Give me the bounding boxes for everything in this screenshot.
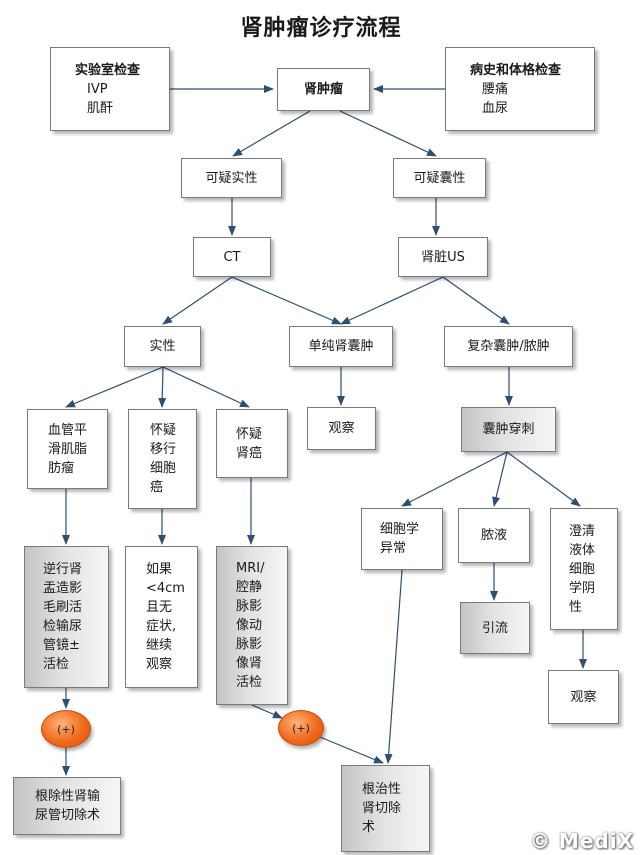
pus-box: 脓液 <box>458 508 530 563</box>
small-tumor-line: 继续 <box>146 638 173 653</box>
aml-line: 肪瘤 <box>48 460 75 476</box>
aml-line: 滑肌脂 <box>48 441 88 457</box>
clear-fluid-line: 性 <box>569 599 583 615</box>
radical-nephrectomy-line: 根治性 <box>362 782 402 797</box>
positive-marker-2: (+) <box>278 710 324 746</box>
simple-cyst-label: 单纯肾囊肿 <box>308 339 374 354</box>
drainage-label: 引流 <box>481 620 508 636</box>
lab-test-creatinine: 肌酐 <box>87 100 114 116</box>
positive-marker-1: (+) <box>41 710 91 748</box>
positive-label-2: (+) <box>292 721 310 735</box>
history-exam-box: 病史和体格检查 腰痛 血尿 <box>445 47 595 131</box>
suspect-metastasis-line: 移行 <box>150 442 177 457</box>
mri-line: 脉影 <box>236 637 263 652</box>
small-tumor-line: 且无 <box>146 600 173 615</box>
ct-label: CT <box>223 249 241 265</box>
small-tumor-observe-box: 如果 <4cm 且无 症状, 继续 观察 <box>125 546 198 688</box>
retrograde-line: 盂造影 <box>43 581 83 596</box>
small-tumor-line: 症状, <box>146 619 177 634</box>
mri-line: 腔静 <box>236 580 263 595</box>
mri-line: 活检 <box>236 675 263 690</box>
drainage-box: 引流 <box>460 602 530 654</box>
mri-line: 像肾 <box>236 656 263 671</box>
retrograde-line: 管镜± <box>43 638 80 653</box>
aml-line: 血管平 <box>48 422 88 438</box>
clear-fluid-line: 细胞 <box>569 561 596 577</box>
retrograde-line: 毛刷活 <box>43 600 83 615</box>
suspect-solid-label: 可疑实性 <box>205 170 258 186</box>
retrograde-line: 活检 <box>43 657 70 672</box>
solid-label: 实性 <box>149 339 176 354</box>
suspect-solid-box: 可疑实性 <box>181 158 282 198</box>
nephroureterectomy-box: 根除性肾输 尿管切除术 <box>13 777 121 835</box>
clear-fluid-box: 澄清 液体 细胞 学阴 性 <box>550 508 618 630</box>
renal-tumor-label: 肾肿瘤 <box>303 82 343 97</box>
observe-label-2: 观察 <box>570 689 597 705</box>
complex-cyst-label: 复杂囊肿/脓肿 <box>467 339 550 354</box>
positive-label-1: (+) <box>57 722 75 736</box>
history-hematuria: 血尿 <box>482 100 509 116</box>
mri-line: MRI/ <box>236 561 265 576</box>
suspect-cystic-box: 可疑囊性 <box>393 158 486 198</box>
small-tumor-line: <4cm <box>146 581 185 596</box>
mri-line: 像动 <box>236 618 263 633</box>
simple-cyst-box: 单纯肾囊肿 <box>289 326 393 367</box>
retrograde-box: 逆行肾 盂造影 毛刷活 检输尿 管镜± 活检 <box>24 546 109 688</box>
medix-watermark: © MediX <box>529 829 634 853</box>
clear-fluid-line: 澄清 <box>569 523 596 539</box>
radical-nephrectomy-line: 术 <box>362 820 376 835</box>
suspect-cystic-label: 可疑囊性 <box>413 170 466 186</box>
lab-test-ivp: IVP <box>87 81 108 97</box>
suspect-metastasis-line: 癌 <box>150 480 164 495</box>
lab-tests-title: 实验室检查 <box>75 62 141 78</box>
aml-box: 血管平 滑肌脂 肪瘤 <box>27 409 108 489</box>
clear-fluid-line: 液体 <box>569 542 596 558</box>
observe-box-1: 观察 <box>307 407 376 450</box>
mri-line: 脉影 <box>236 599 263 614</box>
retrograde-line: 逆行肾 <box>43 562 83 577</box>
renal-us-box: 肾脏US <box>398 237 488 277</box>
radical-nephrectomy-line: 肾切除 <box>362 801 402 816</box>
suspect-rcc-line: 肾癌 <box>236 445 263 461</box>
nephroureterectomy-line: 根除性肾输 <box>35 789 101 804</box>
cyst-puncture-box: 囊肿穿刺 <box>461 407 556 452</box>
pus-label: 脓液 <box>480 528 507 543</box>
history-exam-title: 病史和体格检查 <box>470 62 562 78</box>
history-flank-pain: 腰痛 <box>482 81 509 97</box>
retrograde-line: 检输尿 <box>43 619 83 634</box>
nephroureterectomy-line: 尿管切除术 <box>35 808 101 823</box>
cyst-puncture-label: 囊肿穿刺 <box>482 422 535 437</box>
cytology-abnormal-box: 细胞学 异常 <box>361 508 443 570</box>
renal-tumor-box: 肾肿瘤 <box>277 68 370 111</box>
renal-us-label: 肾脏US <box>421 249 465 265</box>
cytology-abnormal-line: 细胞学 <box>380 522 420 537</box>
lab-tests-box: 实验室检查 IVP 肌酐 <box>50 47 170 131</box>
small-tumor-line: 观察 <box>146 657 173 672</box>
ct-box: CT <box>193 237 271 277</box>
small-tumor-line: 如果 <box>146 562 173 577</box>
cytology-abnormal-line: 异常 <box>380 541 407 556</box>
suspect-metastasis-line: 细胞 <box>150 461 177 476</box>
radical-nephrectomy-box: 根治性 肾切除 术 <box>341 765 430 852</box>
observe-label-1: 观察 <box>328 421 355 436</box>
clear-fluid-line: 学阴 <box>569 580 596 596</box>
suspect-rcc-box: 怀疑 肾癌 <box>216 409 288 478</box>
complex-cyst-box: 复杂囊肿/脓肿 <box>444 326 573 367</box>
mri-box: MRI/ 腔静 脉影 像动 脉影 像肾 活检 <box>216 546 288 705</box>
suspect-rcc-line: 怀疑 <box>236 426 263 442</box>
diagram-title: 肾肿瘤诊疗流程 <box>240 16 402 41</box>
observe-box-2: 观察 <box>548 670 619 724</box>
solid-box: 实性 <box>124 326 201 367</box>
suspect-metastasis-line: 怀疑 <box>150 423 177 438</box>
suspect-metastasis-box: 怀疑 移行 细胞 癌 <box>128 409 197 509</box>
